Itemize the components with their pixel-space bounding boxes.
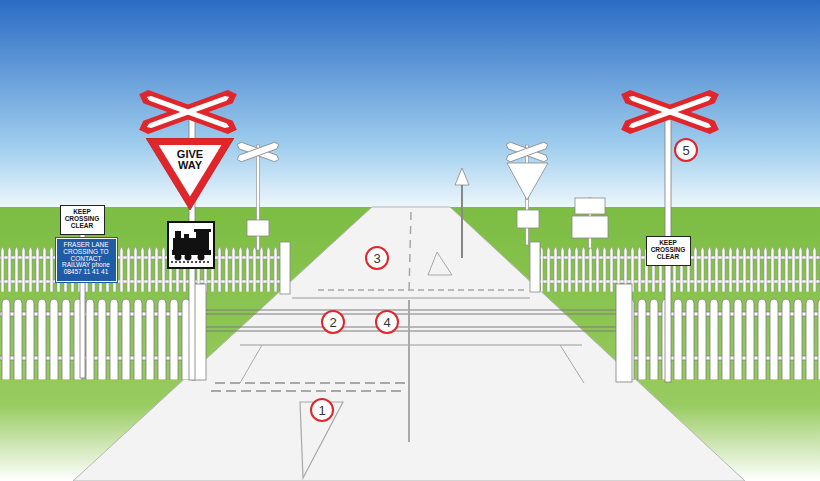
track-symbol [171,261,211,263]
crossing-edge [240,345,582,346]
callout-circle: 3 [365,246,389,270]
callout-number: 5 [682,144,689,157]
locomotive-chimney [175,231,181,238]
gate-post [616,284,632,382]
callout-circle: 5 [674,138,698,162]
arrow-sign [455,168,469,185]
sign-back [575,198,605,214]
give-way-sign: GIVE WAY [146,138,234,210]
locomotive-wheel [175,254,182,261]
triangle-marking [300,402,343,478]
callout-circle: 1 [310,398,334,422]
crossbuck-bar [619,88,722,137]
callout-number: 1 [318,404,325,417]
crossbuck-stripe [146,95,230,130]
callout-number: 2 [329,316,336,329]
distant-crossbuck [505,141,549,163]
crossbuck-bar [505,141,549,163]
front-fence [0,296,190,380]
rail [206,313,616,314]
distant-crossbuck [236,141,280,163]
crossbuck-bar [137,88,240,137]
crossbuck-bar [619,88,722,137]
crossbuck-stripe [628,95,712,130]
crossbuck-stripe [628,95,712,130]
sign-back [247,220,269,236]
triangle-border [146,138,234,210]
crossbuck-stripe [146,95,230,130]
triangle-marking [428,252,452,275]
centre-line [409,212,411,292]
callout-circle: 2 [321,310,345,334]
back-fence [0,246,282,292]
grass [0,207,820,481]
callout-number: 4 [383,316,390,329]
sign-back [517,210,539,228]
front-fence [632,296,820,380]
crossbuck-sign [619,88,722,137]
sign-text: KEEP CROSSING CLEAR [65,209,100,229]
contact-sign: FRASER LANE CROSSING TO CONTACT RAILWAY … [56,238,117,282]
road-marking [240,345,262,383]
crossing-edge [292,298,530,299]
sign-back [572,216,608,238]
locomotive-wheel [198,254,205,261]
crossbuck-bar [236,141,280,163]
locomotive-boiler [173,238,197,250]
sign-text: FRASER LANE CROSSING TO CONTACT RAILWAY … [61,242,112,276]
sign-text: KEEP CROSSING CLEAR [651,240,686,260]
rail [206,326,616,327]
locomotive-cab [196,232,209,250]
sign-plate [168,222,214,268]
crossbuck-bar [137,88,240,137]
crossbuck-bar [505,141,549,163]
give-way-line [211,390,405,392]
locomotive-wheel [185,254,192,261]
fence-post [530,242,540,292]
callout-number: 3 [373,252,380,265]
road-marking [560,345,584,383]
locomotive-roof [194,229,211,232]
locomotive-dome [184,234,189,238]
centre-line [408,300,410,442]
callout-circle: 4 [375,310,399,334]
keep-clear-sign: KEEP CROSSING CLEAR [60,205,105,235]
give-way-line [215,382,405,384]
keep-clear-sign: KEEP CROSSING CLEAR [646,236,691,266]
crossbuck-sign [137,88,240,137]
fence-post [280,242,290,294]
sign-text: GIVE WAY [170,138,210,171]
sky [0,0,820,208]
give-way-line [318,289,525,291]
train-sign [168,222,214,268]
rail [206,330,616,331]
crossbuck-bar [236,141,280,163]
sign-back [507,163,548,200]
sign-post [461,185,463,258]
rail [206,309,616,310]
